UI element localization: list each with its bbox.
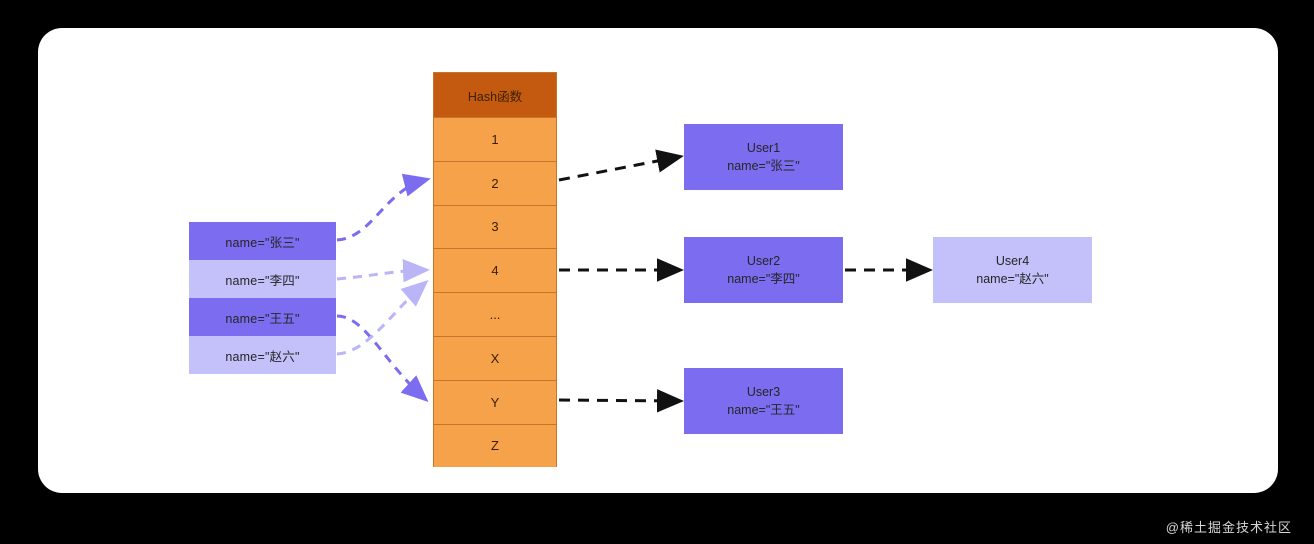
user-detail: name="李四" xyxy=(727,272,800,286)
hash-table: Hash函数 1 2 3 4 ... X Y Z xyxy=(433,72,557,468)
hash-cell-4[interactable]: 4 xyxy=(434,248,556,293)
input-record-3[interactable]: name="王五" xyxy=(189,298,336,336)
map-curve-zhangsan xyxy=(336,173,431,242)
user-node-user4[interactable]: User4 name="赵六" xyxy=(933,237,1092,303)
user-title: User3 xyxy=(746,384,781,399)
input-record-label: name="王五" xyxy=(225,311,300,326)
input-records-stack: name="张三" name="李四" name="王五" name="赵六" xyxy=(189,222,336,374)
user-node-user2[interactable]: User2 name="李四" xyxy=(684,237,843,303)
input-record-2[interactable]: name="李四" xyxy=(189,260,336,298)
hash-cell-y[interactable]: Y xyxy=(434,379,556,424)
input-record-1[interactable]: name="张三" xyxy=(189,222,336,260)
map-curve-wangwu xyxy=(336,314,429,403)
link-celly-user3 xyxy=(558,389,684,413)
user-detail: name="王五" xyxy=(727,403,800,417)
user-title: User2 xyxy=(746,253,781,268)
hash-cell-ellipsis[interactable]: ... xyxy=(434,292,556,336)
hash-cell-3[interactable]: 3 xyxy=(434,204,556,249)
hash-table-header: Hash函数 xyxy=(434,73,556,117)
map-curve-lisi xyxy=(336,258,430,283)
watermark: @稀土掘金技术社区 xyxy=(1165,520,1292,535)
user-title: User1 xyxy=(746,140,781,155)
hash-cell-2[interactable]: 2 xyxy=(434,160,556,205)
user-detail: name="赵六" xyxy=(976,272,1049,286)
user-node-user3[interactable]: User3 name="王五" xyxy=(684,368,843,434)
hash-cell-x[interactable]: X xyxy=(434,335,556,380)
input-record-label: name="李四" xyxy=(225,273,300,288)
user-title: User4 xyxy=(995,253,1030,268)
map-curve-zhaoliu xyxy=(336,280,429,356)
input-record-label: name="张三" xyxy=(225,235,300,250)
hash-cell-1[interactable]: 1 xyxy=(434,117,556,161)
user-node-user1[interactable]: User1 name="张三" xyxy=(684,124,843,190)
user-detail: name="张三" xyxy=(727,159,800,173)
link-cell2-user1 xyxy=(558,149,684,182)
input-record-4[interactable]: name="赵六" xyxy=(189,336,336,374)
hash-cell-z[interactable]: Z xyxy=(434,423,556,468)
input-record-label: name="赵六" xyxy=(225,349,300,364)
